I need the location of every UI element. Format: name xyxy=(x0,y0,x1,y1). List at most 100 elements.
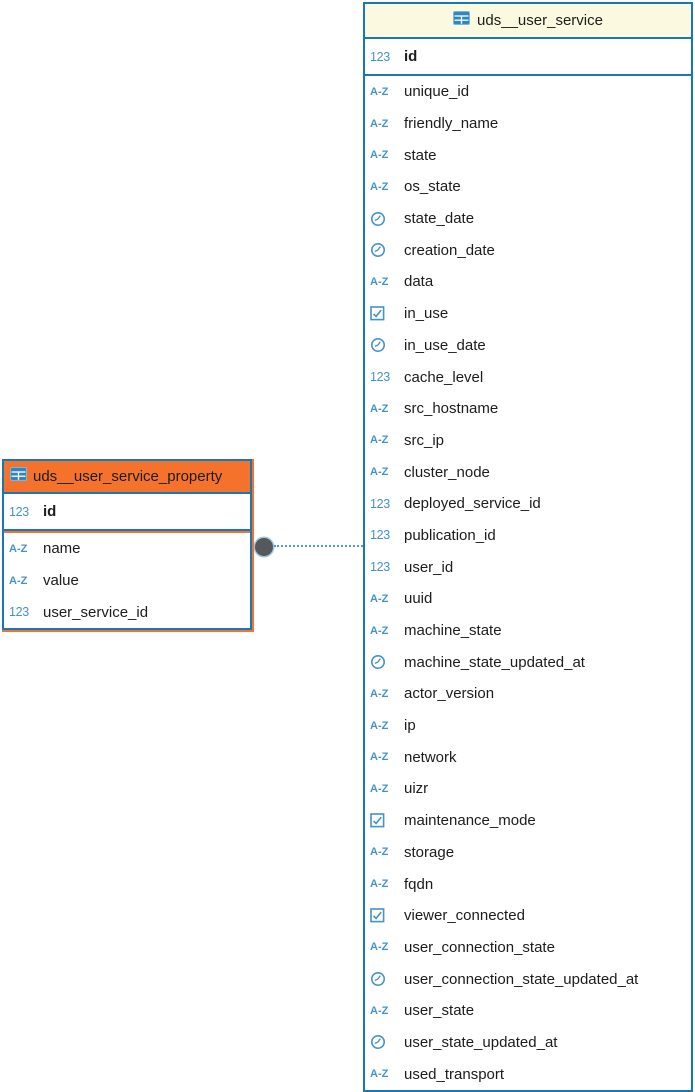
column-name: state_date xyxy=(404,210,475,228)
clock-icon xyxy=(371,1035,385,1050)
column-row-machine_state_updated_at[interactable]: machine_state_updated_at xyxy=(365,646,691,678)
column-row-src_ip[interactable]: A-Z src_ip xyxy=(365,425,691,457)
column-name: user_connection_state_updated_at xyxy=(404,970,639,988)
type-icon-cell: 123 xyxy=(9,505,36,519)
table-title: uds__user_service_property xyxy=(33,468,223,485)
type-icon-cell: A-Z xyxy=(370,86,397,98)
column-row-uuid[interactable]: A-Z uuid xyxy=(365,583,691,615)
column-row-user_state_updated_at[interactable]: user_state_updated_at xyxy=(365,1027,691,1059)
column-row-state_date[interactable]: state_date xyxy=(365,203,691,235)
column-row-maintenance_mode[interactable]: maintenance_mode xyxy=(365,805,691,837)
column-name: deployed_service_id xyxy=(404,495,541,513)
column-row-name[interactable]: A-Z name xyxy=(4,533,250,565)
column-name: creation_date xyxy=(404,241,495,259)
entity-uds-user-service-property[interactable]: uds__user_service_property 123 id A-Z nam… xyxy=(2,459,254,633)
primary-key-row[interactable]: 123 id xyxy=(4,494,250,531)
type-icon-cell: A-Z xyxy=(370,751,397,763)
column-row-friendly_name[interactable]: A-Z friendly_name xyxy=(365,108,691,140)
column-name: src_ip xyxy=(404,431,445,449)
column-row-storage[interactable]: A-Z storage xyxy=(365,837,691,869)
numeric-type-icon: 123 xyxy=(370,496,390,511)
type-icon-cell: A-Z xyxy=(370,466,397,478)
column-name: network xyxy=(404,748,457,766)
string-type-icon: A-Z xyxy=(370,434,389,447)
column-row-viewer_connected[interactable]: viewer_connected xyxy=(365,900,691,932)
column-name: ip xyxy=(404,717,416,735)
relationship-endpoint-dot[interactable] xyxy=(255,538,273,556)
column-row-network[interactable]: A-Z network xyxy=(365,741,691,773)
type-icon-cell xyxy=(370,908,397,923)
checkbox-icon xyxy=(370,813,385,828)
column-name: user_service_id xyxy=(43,603,149,621)
type-icon-cell xyxy=(370,813,397,828)
column-name: in_use xyxy=(404,305,449,323)
relationship-line[interactable] xyxy=(274,545,363,547)
column-name: id xyxy=(404,48,418,65)
column-name: friendly_name xyxy=(404,115,499,133)
string-type-icon: A-Z xyxy=(9,542,28,555)
column-row-data[interactable]: A-Z data xyxy=(365,266,691,298)
type-icon-cell: 123 xyxy=(370,528,397,542)
column-name: id xyxy=(43,503,57,520)
string-type-icon: A-Z xyxy=(370,149,389,162)
primary-key-row[interactable]: 123 id xyxy=(365,39,691,76)
column-name: storage xyxy=(404,843,455,861)
type-icon-cell: A-Z xyxy=(370,276,397,288)
column-name: cache_level xyxy=(404,368,484,386)
type-icon-cell: 123 xyxy=(370,370,397,384)
column-name: viewer_connected xyxy=(404,907,525,925)
type-icon-cell: A-Z xyxy=(370,181,397,193)
type-icon-cell: A-Z xyxy=(370,118,397,130)
type-icon-cell: A-Z xyxy=(370,403,397,415)
string-type-icon: A-Z xyxy=(370,751,389,764)
column-row-cache_level[interactable]: 123 cache_level xyxy=(365,361,691,393)
numeric-type-icon: 123 xyxy=(370,49,390,64)
type-icon-cell xyxy=(370,971,397,987)
column-name: data xyxy=(404,273,434,291)
table-header[interactable]: uds__user_service xyxy=(365,4,691,39)
type-icon-cell xyxy=(370,211,397,227)
type-icon-cell: A-Z xyxy=(370,1068,397,1080)
column-name: uuid xyxy=(404,590,433,608)
column-row-in_use[interactable]: in_use xyxy=(365,298,691,330)
column-row-deployed_service_id[interactable]: 123 deployed_service_id xyxy=(365,488,691,520)
entity-box[interactable]: uds__user_service_property 123 id A-Z nam… xyxy=(2,459,252,631)
type-icon-cell: A-Z xyxy=(370,846,397,858)
string-type-icon: A-Z xyxy=(370,719,389,732)
column-name: name xyxy=(43,540,81,558)
table-header[interactable]: uds__user_service_property xyxy=(4,461,250,494)
type-icon-cell: A-Z xyxy=(370,688,397,700)
string-type-icon: A-Z xyxy=(370,1068,389,1081)
column-row-in_use_date[interactable]: in_use_date xyxy=(365,330,691,362)
column-row-ip[interactable]: A-Z ip xyxy=(365,710,691,742)
column-name: value xyxy=(43,572,79,590)
column-row-creation_date[interactable]: creation_date xyxy=(365,234,691,266)
string-type-icon: A-Z xyxy=(370,878,389,891)
string-type-icon: A-Z xyxy=(370,275,389,288)
string-type-icon: A-Z xyxy=(370,782,389,795)
column-row-user_connection_state_updated_at[interactable]: user_connection_state_updated_at xyxy=(365,963,691,995)
type-icon-cell: A-Z xyxy=(370,593,397,605)
string-type-icon: A-Z xyxy=(370,402,389,415)
type-icon-cell: 123 xyxy=(370,560,397,574)
